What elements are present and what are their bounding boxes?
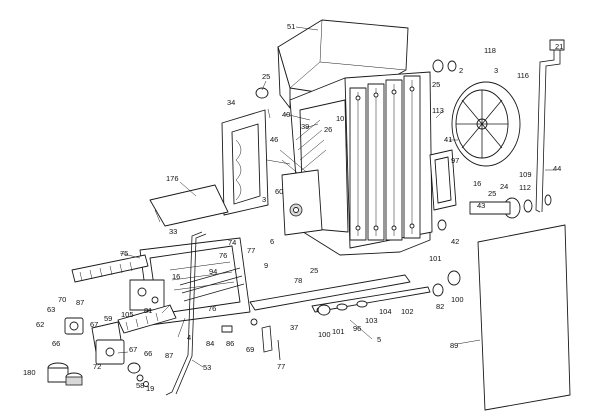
- callout-87b: 87: [165, 351, 173, 360]
- callout-58: 58: [136, 381, 144, 390]
- callout-3b: 3: [262, 195, 266, 204]
- callout-94: 94: [209, 267, 217, 276]
- callout-46: 46: [270, 135, 278, 144]
- callout-77b: 77: [277, 362, 285, 371]
- callout-109: 109: [519, 170, 532, 179]
- gas-pipe-drawing: [165, 231, 207, 396]
- callout-41: 41: [444, 135, 452, 144]
- callout-67b: 67: [129, 345, 137, 354]
- line-art: [47, 19, 571, 411]
- callout-87: 87: [76, 298, 84, 307]
- callout-77: 77: [247, 246, 255, 255]
- callout-112: 112: [519, 183, 531, 192]
- expansion-vessel-drawing: [451, 81, 521, 167]
- callout-105: 105: [121, 310, 134, 319]
- callout-51: 51: [287, 22, 295, 31]
- callout-101b: 101: [332, 327, 345, 336]
- callout-100: 100: [451, 295, 464, 304]
- callout-72: 72: [93, 362, 101, 371]
- front-panel-drawing: [477, 224, 571, 411]
- callout-66b: 66: [144, 349, 152, 358]
- heat-exchanger-drawing: [279, 71, 433, 256]
- callout-2: 2: [459, 66, 463, 75]
- callout-labels: 51 118 2 3 25 25 21 116 34 40 39 26 10 1…: [23, 22, 563, 393]
- callout-21: 21: [555, 42, 563, 51]
- callout-19: 19: [146, 384, 154, 393]
- callout-25c: 25: [488, 189, 496, 198]
- callout-44: 44: [553, 164, 561, 173]
- callout-59: 59: [104, 314, 112, 323]
- callout-26: 26: [324, 125, 332, 134]
- callout-62: 62: [36, 320, 44, 329]
- callout-69: 69: [246, 345, 254, 354]
- callout-86: 86: [226, 339, 234, 348]
- electrode-parts-drawing: [221, 318, 281, 361]
- callout-10: 10: [336, 114, 344, 123]
- callout-75: 75: [120, 249, 128, 258]
- leader-lines: [117, 26, 555, 368]
- callout-25d: 25: [310, 266, 318, 275]
- bottom-rail-drawing: [249, 274, 431, 314]
- insulation-panel-drawing: [221, 109, 269, 216]
- lower-small-parts-drawing: [47, 317, 149, 387]
- pump-fittings-drawing: [437, 194, 552, 231]
- callout-37: 37: [290, 323, 298, 332]
- seal-rings-drawing: [255, 59, 461, 316]
- callout-39: 39: [301, 122, 309, 131]
- burner-assembly-drawing: [129, 237, 251, 326]
- callout-43: 43: [477, 201, 485, 210]
- callout-89: 89: [450, 341, 458, 350]
- deflector-plate-drawing: [149, 184, 229, 227]
- callout-4: 4: [187, 333, 191, 342]
- callout-16: 16: [473, 179, 481, 188]
- callout-104: 104: [379, 307, 392, 316]
- callout-40: 40: [282, 110, 290, 119]
- callout-74: 74: [228, 238, 236, 247]
- callout-5: 5: [377, 335, 381, 344]
- callout-76b: 76: [208, 304, 216, 313]
- callout-97: 97: [451, 156, 459, 165]
- filter-block-drawing: [429, 149, 457, 211]
- callout-25b: 25: [432, 80, 440, 89]
- callout-96: 96: [353, 324, 361, 333]
- callout-103: 103: [365, 316, 378, 325]
- callout-3: 3: [494, 66, 498, 75]
- callout-78: 78: [294, 276, 302, 285]
- callout-53: 53: [203, 363, 211, 372]
- callout-84: 84: [206, 339, 214, 348]
- callout-34: 34: [227, 98, 235, 107]
- callout-81: 81: [144, 306, 152, 315]
- callout-116: 116: [517, 71, 529, 80]
- callout-25: 25: [262, 72, 270, 81]
- callout-66: 66: [52, 339, 60, 348]
- callout-76: 76: [219, 251, 227, 260]
- callout-42: 42: [451, 237, 459, 246]
- combustion-panel-drawing: [281, 169, 323, 236]
- callout-102: 102: [401, 307, 414, 316]
- callout-9: 9: [264, 261, 268, 270]
- callout-24: 24: [500, 182, 508, 191]
- callout-67: 67: [90, 320, 98, 329]
- callout-113: 113: [432, 106, 444, 115]
- callout-101: 101: [429, 254, 442, 263]
- callout-118: 118: [484, 46, 496, 55]
- injector-rail-drawing: [71, 254, 177, 334]
- callout-82: 82: [436, 302, 444, 311]
- callout-33: 33: [169, 227, 177, 236]
- callout-70: 70: [58, 295, 66, 304]
- callout-16b: 16: [172, 272, 180, 281]
- callout-176: 176: [166, 174, 179, 183]
- callout-100b: 100: [318, 330, 331, 339]
- callout-63: 63: [47, 305, 55, 314]
- callout-180: 180: [23, 368, 36, 377]
- callout-60: 60: [275, 187, 283, 196]
- flow-pipe-drawing: [535, 39, 565, 213]
- callout-6: 6: [270, 237, 274, 246]
